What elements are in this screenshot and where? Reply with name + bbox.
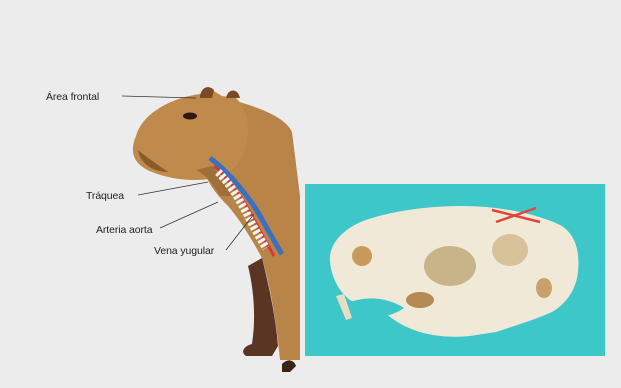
label-traquea: Tráquea (86, 190, 124, 202)
skull-cavity-3 (406, 292, 434, 308)
leader-frontal (122, 96, 196, 98)
capybara-eye (183, 113, 197, 120)
label-area-frontal: Área frontal (46, 91, 99, 103)
capybara-ear-left (200, 87, 214, 98)
skull-cavity-4 (536, 278, 552, 298)
label-arteria-aorta: Arteria aorta (96, 224, 152, 236)
skull-cavity-2 (352, 246, 372, 266)
capybara-illustration (133, 87, 300, 372)
skull-cavity-1 (492, 234, 528, 266)
leader-aorta (160, 202, 218, 228)
skull-panel (305, 184, 605, 356)
skull-orbit (424, 246, 476, 286)
capybara-ear-right (226, 91, 240, 99)
leader-traquea (138, 182, 208, 195)
capybara-back-paw (282, 360, 296, 372)
label-vena-yugular: Vena yugular (154, 245, 214, 257)
